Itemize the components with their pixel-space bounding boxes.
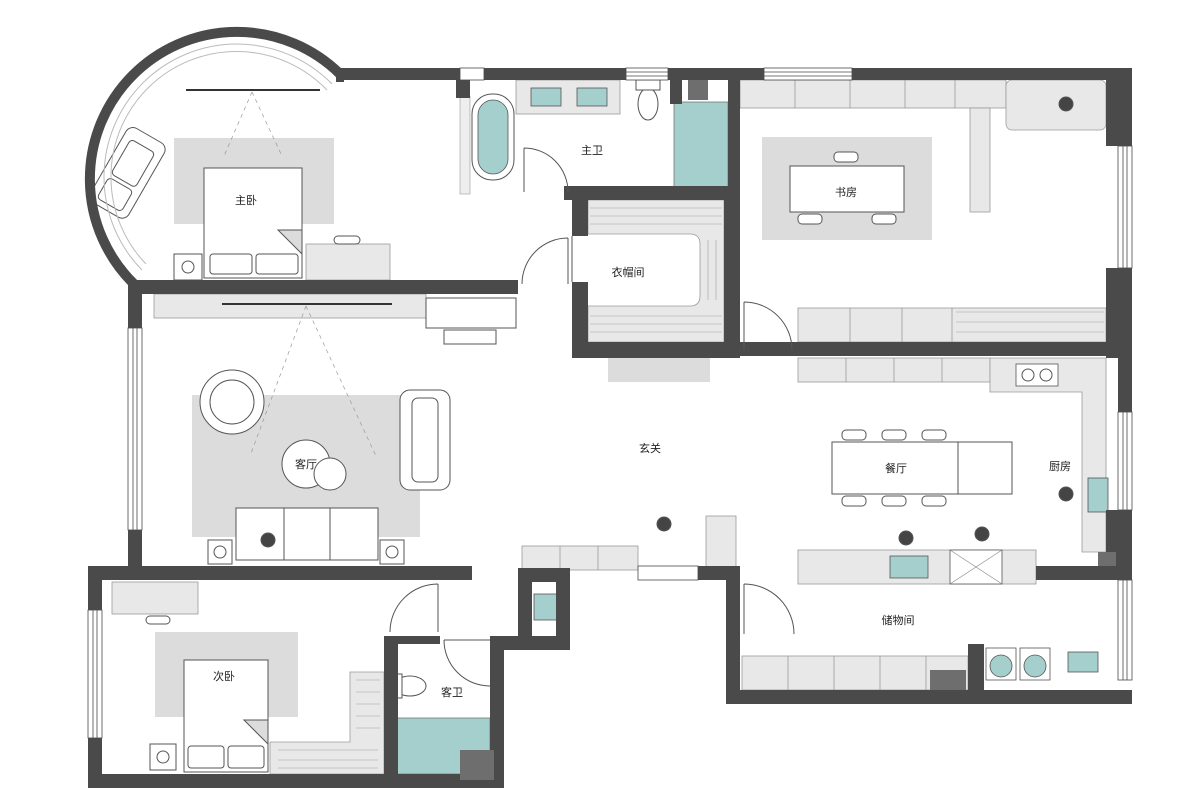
study-right-window bbox=[1117, 145, 1133, 269]
master-bedroom-door bbox=[521, 237, 569, 285]
fixtures bbox=[391, 79, 1109, 775]
bathtub-inner bbox=[477, 99, 509, 175]
master-sink-2 bbox=[576, 87, 608, 107]
master-bath-door bbox=[523, 147, 569, 193]
label-study: 书房 bbox=[835, 186, 857, 199]
living-window bbox=[127, 327, 143, 531]
bay-wall bbox=[84, 26, 344, 288]
label-living-room: 客厅 bbox=[295, 457, 317, 471]
island-sink bbox=[889, 555, 929, 579]
piano bbox=[425, 297, 517, 329]
dining-table bbox=[831, 441, 1013, 495]
label-dining-room: 餐厅 bbox=[885, 461, 907, 475]
entrance-side-cabinet bbox=[705, 515, 737, 569]
wardrobe-hatching bbox=[278, 207, 1104, 769]
label-walk-in-closet: 衣帽间 bbox=[612, 265, 645, 279]
label-master-bedroom: 主卧 bbox=[235, 194, 257, 207]
study-window bbox=[763, 67, 853, 81]
person-island-1 bbox=[898, 530, 914, 546]
storage-window bbox=[1117, 579, 1133, 681]
label-kitchen: 厨房 bbox=[1049, 460, 1071, 473]
closet-doormat bbox=[608, 358, 710, 382]
person-study bbox=[1058, 96, 1074, 112]
closet-wardrobe bbox=[587, 199, 725, 343]
kitchen-sink bbox=[1087, 477, 1109, 513]
sofa bbox=[235, 507, 379, 561]
ceiling-light-bars bbox=[186, 89, 392, 305]
second-bedroom-window bbox=[87, 609, 103, 739]
study-door bbox=[743, 301, 793, 351]
storage-door bbox=[743, 583, 795, 635]
label-second-bedroom: 次卧 bbox=[213, 669, 235, 683]
entrance-shoe-cabinet bbox=[521, 545, 639, 571]
person-sofa bbox=[260, 532, 276, 548]
tv-wall-cabinet bbox=[153, 293, 427, 319]
label-guest-bath: 客卫 bbox=[441, 685, 463, 699]
room-labels: 主卧 主卫 书房 衣帽间 客厅 玄关 餐厅 厨房 次卧 客卫 储物间 bbox=[213, 144, 1071, 699]
furniture bbox=[89, 96, 1074, 773]
master-sink-1 bbox=[530, 87, 562, 107]
study-top-cabinet bbox=[739, 79, 1007, 109]
guest-bath-door bbox=[443, 639, 491, 687]
master-bath-window bbox=[625, 67, 669, 81]
armchair bbox=[89, 127, 166, 219]
entry-door-gap bbox=[637, 565, 699, 581]
coffee-table-small bbox=[313, 457, 347, 491]
label-entrance: 玄关 bbox=[639, 441, 661, 455]
bath-tile-strip bbox=[459, 95, 471, 195]
kitchen-window bbox=[1117, 411, 1133, 511]
study-table bbox=[789, 165, 905, 213]
entrance-sink bbox=[533, 593, 559, 621]
study-side-cabinet bbox=[969, 107, 991, 213]
master-toilet-tank bbox=[635, 79, 661, 91]
label-master-bath: 主卫 bbox=[581, 144, 603, 157]
person-entrance bbox=[656, 516, 672, 532]
bath-small-window bbox=[459, 67, 485, 81]
second-desk bbox=[111, 581, 199, 615]
label-storage-room: 储物间 bbox=[882, 613, 915, 627]
person-kitchen bbox=[1058, 486, 1074, 502]
person-island-2 bbox=[974, 526, 990, 542]
laundry-sink bbox=[1067, 651, 1099, 673]
light-projection-lines bbox=[223, 91, 377, 457]
master-shower bbox=[673, 101, 729, 191]
master-desk bbox=[305, 243, 391, 281]
master-toilet bbox=[637, 87, 659, 121]
second-bedroom-door bbox=[389, 583, 439, 633]
study-corner-desk bbox=[1005, 79, 1107, 131]
doors bbox=[389, 147, 795, 687]
windows bbox=[87, 67, 1133, 739]
